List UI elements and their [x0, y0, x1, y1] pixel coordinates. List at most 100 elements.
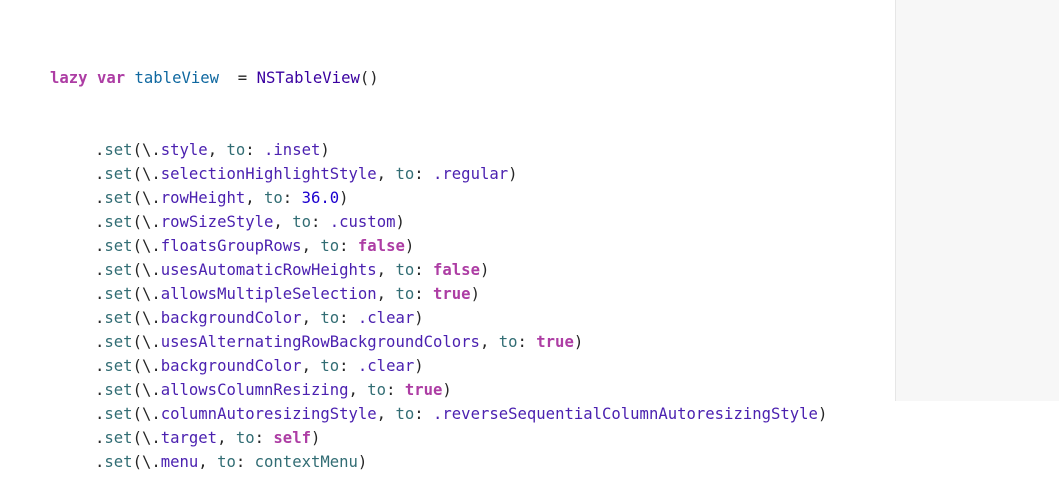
close-paren: )	[404, 237, 415, 255]
code-line-set: .set(\.usesAutomaticRowHeights, to: fals…	[50, 258, 827, 282]
method-name: set	[104, 381, 133, 399]
colon: :	[386, 381, 405, 399]
keyword-lazy: lazy	[50, 69, 88, 87]
keypath-property: allowsColumnResizing	[160, 381, 349, 399]
open-paren-keypath: (\.	[132, 453, 161, 471]
colon: :	[282, 189, 302, 207]
close-paren: )	[817, 405, 828, 423]
close-paren: )	[414, 309, 424, 327]
method-dot: .	[95, 237, 105, 255]
comma: ,	[245, 189, 265, 207]
keypath-property: backgroundColor	[160, 357, 302, 375]
code-editor[interactable]: lazy var tableView = NSTableView() .set(…	[50, 18, 827, 498]
argument-label: to	[367, 381, 387, 399]
argument-value: contextMenu	[254, 453, 358, 471]
argument-value: .clear	[357, 309, 415, 327]
code-line-set: .set(\.rowHeight, to: 36.0)	[50, 186, 827, 210]
method-name: set	[104, 333, 133, 351]
comma: ,	[376, 405, 396, 423]
argument-value: .reverseSequentialColumnAutoresizingStyl…	[433, 405, 818, 423]
argument-label: to	[292, 213, 311, 231]
method-dot: .	[95, 189, 105, 207]
comma: ,	[207, 141, 227, 159]
argument-label: to	[320, 357, 340, 375]
argument-label: to	[498, 333, 518, 351]
keypath-property: usesAlternatingRowBackgroundColors	[160, 333, 480, 351]
keypath-property: target	[160, 429, 218, 447]
assignment-operator: =	[219, 69, 257, 87]
code-line-set: .set(\.columnAutoresizingStyle, to: .rev…	[50, 402, 827, 426]
method-dot: .	[95, 381, 105, 399]
argument-value: .clear	[357, 357, 415, 375]
method-name: set	[104, 165, 133, 183]
method-dot: .	[95, 309, 105, 327]
method-dot: .	[95, 165, 105, 183]
argument-label: to	[217, 453, 236, 471]
keypath-property: rowHeight	[160, 189, 246, 207]
close-paren: )	[395, 213, 405, 231]
close-paren: )	[470, 285, 480, 303]
comma: ,	[348, 381, 368, 399]
argument-label: to	[395, 285, 415, 303]
argument-value: false	[433, 261, 480, 279]
comma: ,	[301, 237, 321, 255]
method-dot: .	[95, 261, 105, 279]
argument-label: to	[235, 429, 255, 447]
argument-value: self	[273, 429, 311, 447]
keypath-property: style	[160, 141, 208, 159]
method-name: set	[104, 405, 133, 423]
close-paren: )	[442, 381, 452, 399]
open-paren-keypath: (\.	[132, 333, 161, 351]
keypath-property: columnAutoresizingStyle	[160, 405, 377, 423]
close-paren: )	[357, 453, 368, 471]
keypath-property: selectionHighlightStyle	[160, 165, 377, 183]
argument-label: to	[320, 237, 340, 255]
method-dot: .	[95, 357, 105, 375]
colon: :	[310, 213, 330, 231]
close-paren: )	[573, 333, 584, 351]
colon: :	[339, 357, 358, 375]
method-dot: .	[95, 213, 105, 231]
keypath-property: backgroundColor	[160, 309, 302, 327]
argument-label: to	[395, 261, 415, 279]
editor-right-margin	[895, 0, 1059, 401]
close-paren: )	[320, 141, 330, 159]
open-paren-keypath: (\.	[132, 141, 161, 159]
close-paren: )	[508, 165, 518, 183]
colon: :	[414, 285, 434, 303]
method-dot: .	[95, 285, 105, 303]
close-paren: )	[479, 261, 490, 279]
colon: :	[414, 405, 434, 423]
method-name: set	[104, 261, 133, 279]
open-paren-keypath: (\.	[132, 237, 161, 255]
comma: ,	[376, 261, 396, 279]
colon: :	[517, 333, 537, 351]
code-line-set: .set(\.target, to: self)	[50, 426, 827, 450]
comma: ,	[301, 309, 321, 327]
method-dot: .	[95, 141, 105, 159]
method-name: set	[104, 453, 133, 471]
method-name: set	[104, 429, 133, 447]
argument-label: to	[226, 141, 246, 159]
keypath-property: usesAutomaticRowHeights	[160, 261, 377, 279]
colon: :	[414, 165, 434, 183]
argument-value: true	[536, 333, 574, 351]
close-paren: )	[339, 189, 349, 207]
code-line-set: .set(\.allowsMultipleSelection, to: true…	[50, 282, 827, 306]
argument-value: true	[404, 381, 443, 399]
colon: :	[235, 453, 255, 471]
code-line-set: .set(\.backgroundColor, to: .clear)	[50, 306, 827, 330]
argument-value: true	[433, 285, 471, 303]
keypath-property: floatsGroupRows	[160, 237, 302, 255]
method-dot: .	[95, 405, 105, 423]
method-name: set	[104, 213, 133, 231]
keypath-property: rowSizeStyle	[160, 213, 274, 231]
method-dot: .	[95, 453, 105, 471]
argument-label: to	[264, 189, 283, 207]
colon: :	[245, 141, 265, 159]
colon: :	[414, 261, 434, 279]
comma: ,	[376, 165, 396, 183]
open-paren-keypath: (\.	[132, 165, 161, 183]
colon: :	[339, 237, 358, 255]
code-line-set: .set(\.usesAlternatingRowBackgroundColor…	[50, 330, 827, 354]
